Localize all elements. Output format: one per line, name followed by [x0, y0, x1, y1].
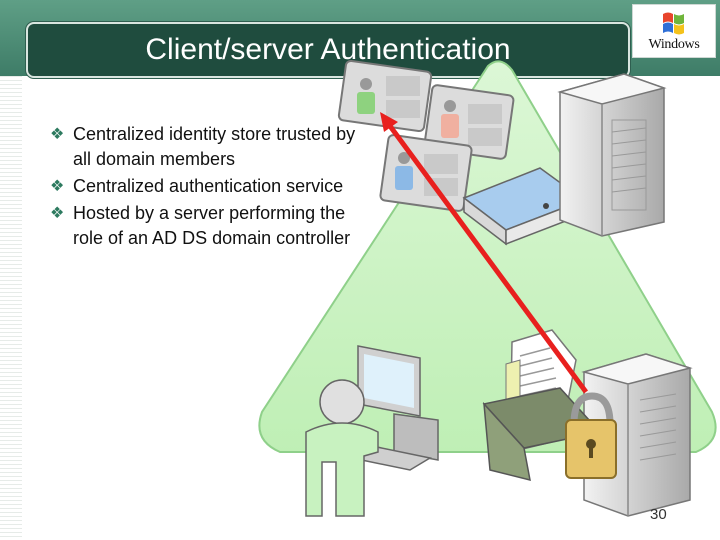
- user-card-icon: [337, 59, 433, 133]
- bullet-item: ❖ Hosted by a server performing the role…: [50, 201, 360, 251]
- bullet-icon: ❖: [50, 126, 65, 143]
- bullet-icon: ❖: [50, 178, 65, 195]
- bullet-text: Centralized identity store trusted by al…: [73, 124, 356, 169]
- windows-logo: Windows: [632, 4, 716, 58]
- user-card-icon: [423, 84, 515, 160]
- bullet-text: Centralized authentication service: [73, 176, 344, 196]
- authentication-arrow: [380, 112, 589, 394]
- windows-logo-icon: [663, 12, 684, 35]
- logo-text: Windows: [648, 37, 700, 52]
- padlock-icon: [565, 392, 617, 479]
- bullet-item: ❖ Centralized authentication service: [50, 174, 360, 199]
- page-number: 30: [650, 506, 667, 523]
- bullet-text: Hosted by a server performing the role o…: [73, 203, 351, 248]
- server-tower-icon: [557, 73, 667, 237]
- bullet-item: ❖ Centralized identity store trusted by …: [50, 122, 360, 172]
- bullet-icon: ❖: [50, 205, 65, 222]
- side-pattern-strip: [0, 76, 22, 540]
- title-box: Client/server Authentication: [26, 22, 630, 78]
- slide-title: Client/server Authentication: [145, 33, 511, 66]
- bullet-list: ❖ Centralized identity store trusted by …: [50, 122, 360, 253]
- user-icon: [305, 379, 379, 517]
